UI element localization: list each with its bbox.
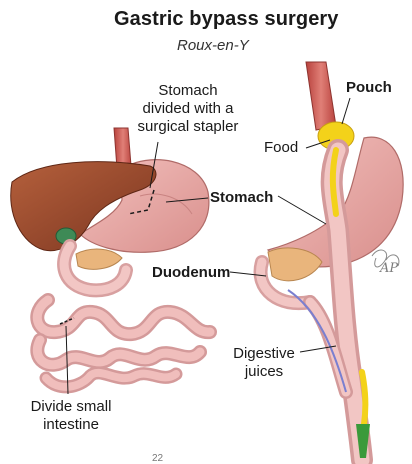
- right-esophagus: [306, 62, 336, 130]
- food-in-limb: [333, 150, 336, 214]
- left-pancreas: [76, 249, 122, 269]
- label-food: Food: [264, 140, 298, 155]
- label-duodenum: Duodenum: [152, 265, 230, 280]
- label-digestive-juices-line2: juices: [226, 363, 302, 381]
- label-stomach-divided-line3: surgical stapler: [128, 118, 248, 136]
- label-digestive-juices: Digestive juices: [226, 345, 302, 381]
- label-divide-small-intestine: Divide small intestine: [22, 398, 120, 434]
- label-stomach: Stomach: [210, 190, 273, 205]
- label-divide-small-intestine-line2: intestine: [22, 416, 120, 434]
- artist-signature: AP: [380, 262, 398, 275]
- page-subtitle: Roux-en-Y: [177, 38, 249, 53]
- label-digestive-juices-line1: Digestive: [226, 345, 302, 363]
- label-stomach-divided-line2: divided with a: [128, 100, 248, 118]
- small-intestine: [37, 300, 210, 387]
- page-title: Gastric bypass surgery: [114, 9, 339, 29]
- label-stomach-divided: Stomach divided with a surgical stapler: [128, 82, 248, 136]
- page-number: 22: [152, 454, 163, 464]
- label-stomach-divided-line1: Stomach: [128, 82, 248, 100]
- label-divide-small-intestine-line1: Divide small: [22, 398, 120, 416]
- label-pouch: Pouch: [346, 80, 392, 95]
